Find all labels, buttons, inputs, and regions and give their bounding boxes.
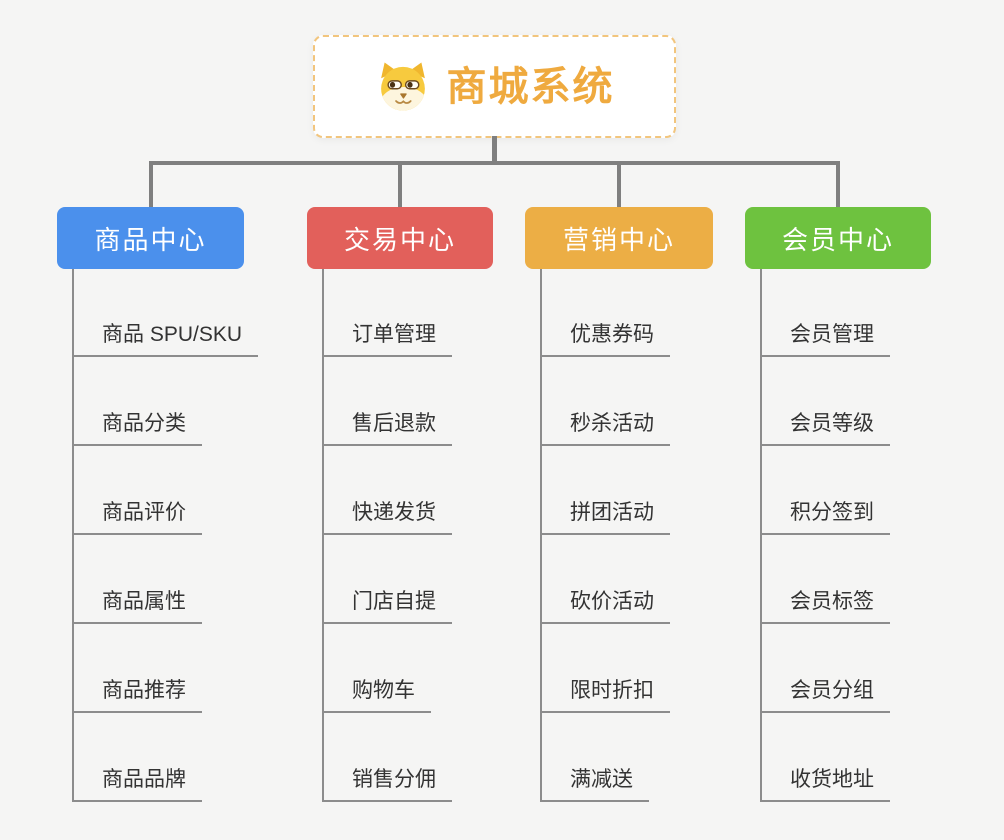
connector-branch-drop [148, 161, 153, 207]
leaf-topic[interactable]: 订单管理 [322, 317, 452, 357]
leaf-topic[interactable]: 会员标签 [760, 584, 890, 624]
connector-branch-trunk [760, 269, 762, 802]
leaf-topic[interactable]: 限时折扣 [540, 673, 670, 713]
connector-branch-drop [617, 161, 621, 207]
leaf-topic[interactable]: 满减送 [540, 762, 649, 802]
leaf-topic[interactable]: 购物车 [322, 673, 431, 713]
leaf-topic[interactable]: 商品分类 [72, 406, 202, 446]
leaf-topic[interactable]: 砍价活动 [540, 584, 670, 624]
leaf-topic[interactable]: 门店自提 [322, 584, 452, 624]
leaf-topic[interactable]: 积分签到 [760, 495, 890, 535]
connector-horizontal-bus [148, 161, 840, 165]
branch-node-3[interactable]: 营销中心 [525, 207, 713, 269]
connector-branch-trunk [322, 269, 324, 802]
root-title: 商城系统 [446, 64, 615, 109]
leaf-topic[interactable]: 会员等级 [760, 406, 890, 446]
connector-root-stub [492, 136, 497, 165]
leaf-topic[interactable]: 商品推荐 [72, 673, 202, 713]
leaf-topic[interactable]: 销售分佣 [322, 762, 452, 802]
branch-node-2[interactable]: 交易中心 [307, 207, 493, 269]
connector-branch-drop [836, 161, 840, 207]
leaf-topic[interactable]: 商品品牌 [72, 762, 202, 802]
leaf-topic[interactable]: 会员分组 [760, 673, 890, 713]
connector-branch-trunk [540, 269, 542, 802]
leaf-topic[interactable]: 商品评价 [72, 495, 202, 535]
connector-branch-trunk [72, 269, 74, 802]
leaf-topic[interactable]: 秒杀活动 [540, 406, 670, 446]
leaf-topic[interactable]: 会员管理 [760, 317, 890, 357]
leaf-topic[interactable]: 商品属性 [72, 584, 202, 624]
leaf-topic[interactable]: 优惠券码 [540, 317, 670, 357]
dog-face-icon [375, 59, 431, 115]
leaf-topic[interactable]: 售后退款 [322, 406, 452, 446]
branch-node-4[interactable]: 会员中心 [745, 207, 931, 269]
leaf-topic[interactable]: 商品 SPU/SKU [72, 317, 259, 357]
connector-branch-drop [398, 161, 402, 207]
leaf-topic[interactable]: 收货地址 [760, 762, 890, 802]
leaf-topic[interactable]: 快递发货 [322, 495, 452, 535]
root-node[interactable]: 商城系统 [313, 35, 676, 138]
leaf-topic[interactable]: 拼团活动 [540, 495, 670, 535]
branch-node-1[interactable]: 商品中心 [57, 207, 244, 269]
